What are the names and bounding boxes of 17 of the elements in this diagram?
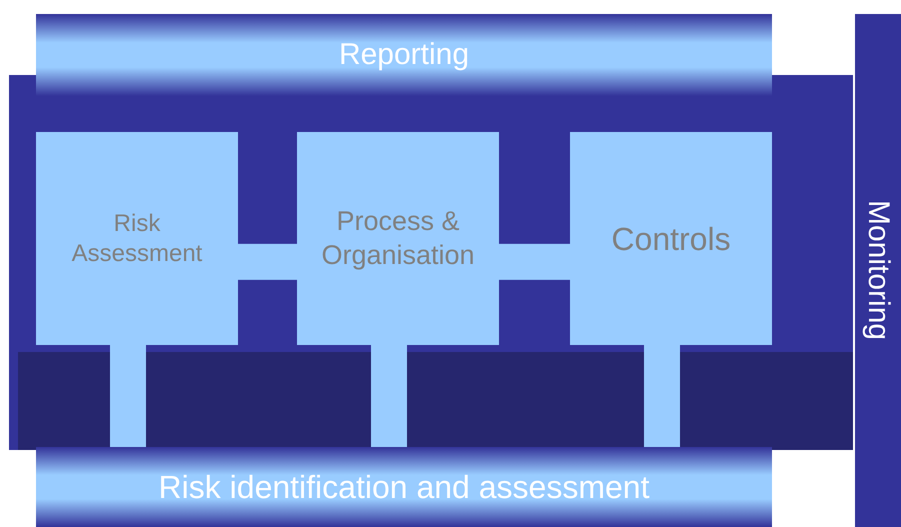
node-label: Process & Organisation: [320, 204, 476, 272]
connector-bar: [110, 345, 146, 447]
process-box: [36, 132, 238, 345]
node-label: Risk identification and assessment: [158, 468, 650, 507]
connector-bar: [499, 244, 570, 280]
process-box: [570, 132, 772, 345]
connector-bar: [644, 345, 680, 447]
connector-bar: [371, 345, 407, 447]
node-label: Risk Assessment: [70, 208, 204, 268]
node-label: Reporting: [338, 37, 470, 74]
connector-bar: [238, 244, 297, 280]
monitoring-band: [855, 14, 901, 527]
identification-band: [36, 447, 772, 527]
reporting-band: [36, 14, 772, 96]
node-label: Controls: [611, 220, 731, 258]
node-label: Monitoring: [860, 200, 896, 341]
process-box: [297, 132, 499, 345]
